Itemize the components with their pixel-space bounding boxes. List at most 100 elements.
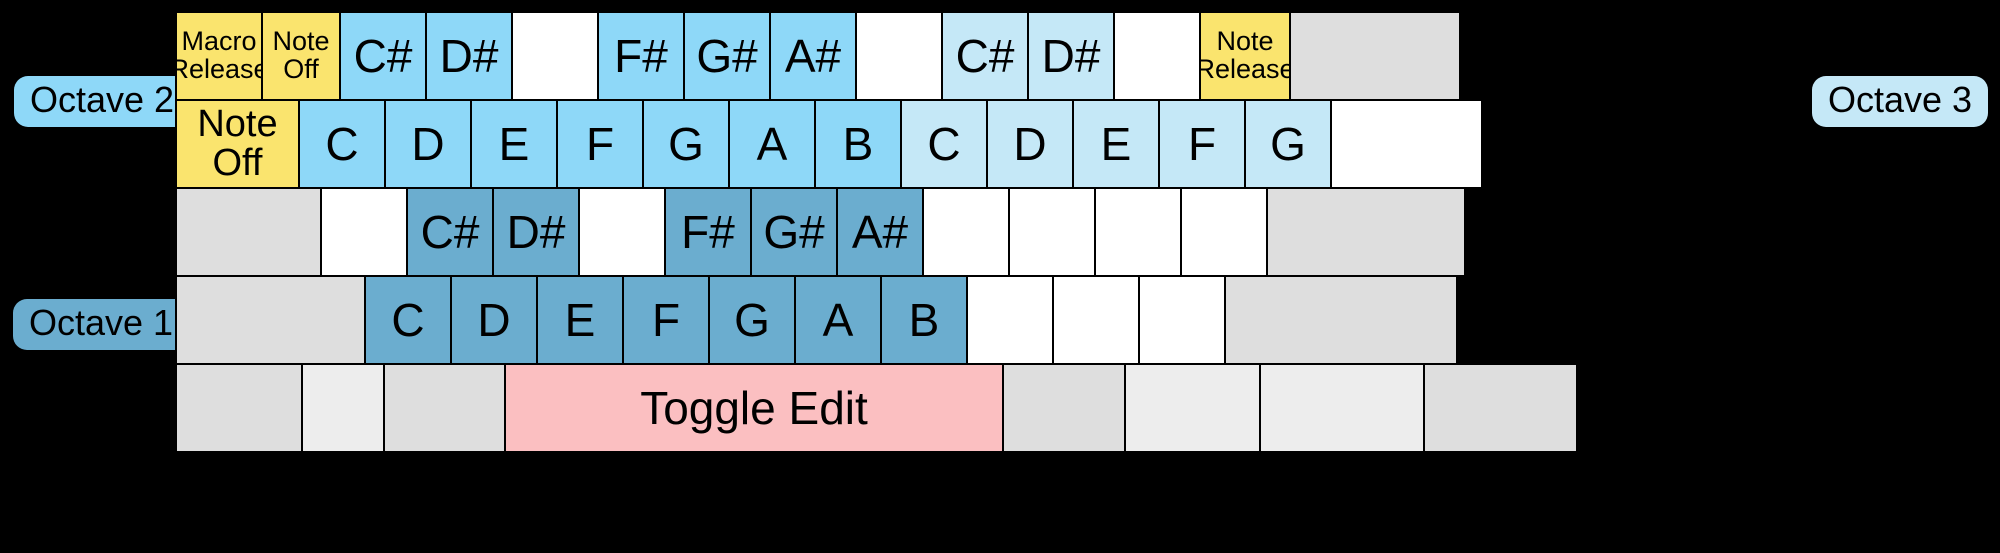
key-gsharp[interactable]: G#: [683, 11, 771, 101]
key-label: E: [1100, 117, 1132, 170]
key-csharp[interactable]: C#: [941, 11, 1029, 101]
key-g[interactable]: G: [1244, 99, 1332, 189]
key-blank-bottom-letter-row-9[interactable]: [1052, 275, 1140, 365]
key-g[interactable]: G: [642, 99, 730, 189]
key-blank-bottom-letter-row-8[interactable]: [966, 275, 1054, 365]
key-blank-bottom-letter-row-11[interactable]: [1224, 275, 1458, 365]
key-label: C: [391, 293, 425, 346]
key-blank-modifier-row-7[interactable]: [1423, 363, 1578, 453]
key-label: G: [734, 293, 770, 346]
key-label: A: [822, 293, 854, 346]
keyboard-row-modifier-row: Toggle Edit: [175, 363, 1578, 453]
key-g[interactable]: G: [708, 275, 796, 365]
key-csharp[interactable]: C#: [406, 187, 494, 277]
key-label: F: [651, 293, 681, 346]
key-note-off[interactable]: Note Off: [175, 99, 300, 189]
key-blank-home-row-10[interactable]: [1094, 187, 1182, 277]
key-blank-home-row-1[interactable]: [320, 187, 408, 277]
key-b[interactable]: B: [880, 275, 968, 365]
octave-3-label: Octave 3: [1812, 76, 1989, 127]
key-label: C: [325, 117, 359, 170]
key-label: C#: [955, 29, 1015, 82]
key-d[interactable]: D: [986, 99, 1074, 189]
key-macro-release[interactable]: Macro Release: [175, 11, 263, 101]
key-label: C#: [353, 29, 413, 82]
key-label: F: [1187, 117, 1217, 170]
key-blank-home-row-9[interactable]: [1008, 187, 1096, 277]
key-blank-top-letter-row-13[interactable]: [1330, 99, 1483, 189]
key-blank-number-row-11[interactable]: [1113, 11, 1201, 101]
key-label: B: [908, 293, 940, 346]
key-e[interactable]: E: [470, 99, 558, 189]
key-label: A: [756, 117, 788, 170]
key-gsharp[interactable]: G#: [750, 187, 838, 277]
key-blank-number-row-8[interactable]: [855, 11, 943, 101]
key-label: Note Off: [272, 26, 330, 84]
key-label: G#: [696, 29, 758, 82]
key-a[interactable]: A: [794, 275, 882, 365]
keyboard-row-home-row: C#D# F# G# A#: [175, 187, 1466, 277]
key-label: C: [927, 117, 961, 170]
key-blank-home-row-8[interactable]: [922, 187, 1010, 277]
key-e[interactable]: E: [536, 275, 624, 365]
key-label: F#: [614, 29, 668, 82]
key-label: D#: [1041, 29, 1101, 82]
key-blank-home-row-11[interactable]: [1180, 187, 1268, 277]
key-blank-home-row-4[interactable]: [578, 187, 666, 277]
key-label: D: [477, 293, 511, 346]
key-asharp[interactable]: A#: [836, 187, 924, 277]
key-blank-modifier-row-0[interactable]: [175, 363, 303, 453]
key-blank-modifier-row-1[interactable]: [301, 363, 385, 453]
key-toggle-edit[interactable]: Toggle Edit: [504, 363, 1004, 453]
key-dsharp[interactable]: D#: [492, 187, 580, 277]
key-asharp[interactable]: A#: [769, 11, 857, 101]
key-blank-number-row-4[interactable]: [511, 11, 599, 101]
key-dsharp[interactable]: D#: [1027, 11, 1115, 101]
key-label: A#: [851, 205, 909, 258]
key-label: Note Off: [197, 103, 278, 184]
key-label: E: [498, 117, 530, 170]
key-blank-modifier-row-6[interactable]: [1259, 363, 1425, 453]
key-label: F#: [681, 205, 735, 258]
key-fsharp[interactable]: F#: [664, 187, 752, 277]
key-c[interactable]: C: [364, 275, 452, 365]
key-label: G: [1270, 117, 1306, 170]
key-c[interactable]: C: [298, 99, 386, 189]
key-note-off[interactable]: Note Off: [261, 11, 341, 101]
key-label: G#: [763, 205, 825, 258]
octave-1-label: Octave 1: [13, 299, 190, 350]
key-dsharp[interactable]: D#: [425, 11, 513, 101]
octave-2-label: Octave 2: [14, 76, 191, 127]
key-f[interactable]: F: [556, 99, 644, 189]
key-label: Macro Release: [177, 26, 263, 84]
key-blank-modifier-row-5[interactable]: [1124, 363, 1261, 453]
key-csharp[interactable]: C#: [339, 11, 427, 101]
key-blank-modifier-row-2[interactable]: [383, 363, 506, 453]
key-c[interactable]: C: [900, 99, 988, 189]
key-label: D: [411, 117, 445, 170]
key-f[interactable]: F: [622, 275, 710, 365]
key-label: D: [1013, 117, 1047, 170]
key-d[interactable]: D: [450, 275, 538, 365]
key-e[interactable]: E: [1072, 99, 1160, 189]
key-blank-home-row-12[interactable]: [1266, 187, 1466, 277]
key-blank-bottom-letter-row-10[interactable]: [1138, 275, 1226, 365]
key-blank-modifier-row-4[interactable]: [1002, 363, 1126, 453]
key-f[interactable]: F: [1158, 99, 1246, 189]
key-note-release[interactable]: Note Release: [1199, 11, 1291, 101]
key-blank-home-row-0[interactable]: [175, 187, 322, 277]
key-a[interactable]: A: [728, 99, 816, 189]
key-label: B: [842, 117, 874, 170]
key-b[interactable]: B: [814, 99, 902, 189]
key-d[interactable]: D: [384, 99, 472, 189]
key-fsharp[interactable]: F#: [597, 11, 685, 101]
key-label: G: [668, 117, 704, 170]
key-label: A#: [784, 29, 842, 82]
key-blank-number-row-13[interactable]: [1289, 11, 1461, 101]
key-label: D#: [439, 29, 499, 82]
key-blank-bottom-letter-row-0[interactable]: [175, 275, 366, 365]
